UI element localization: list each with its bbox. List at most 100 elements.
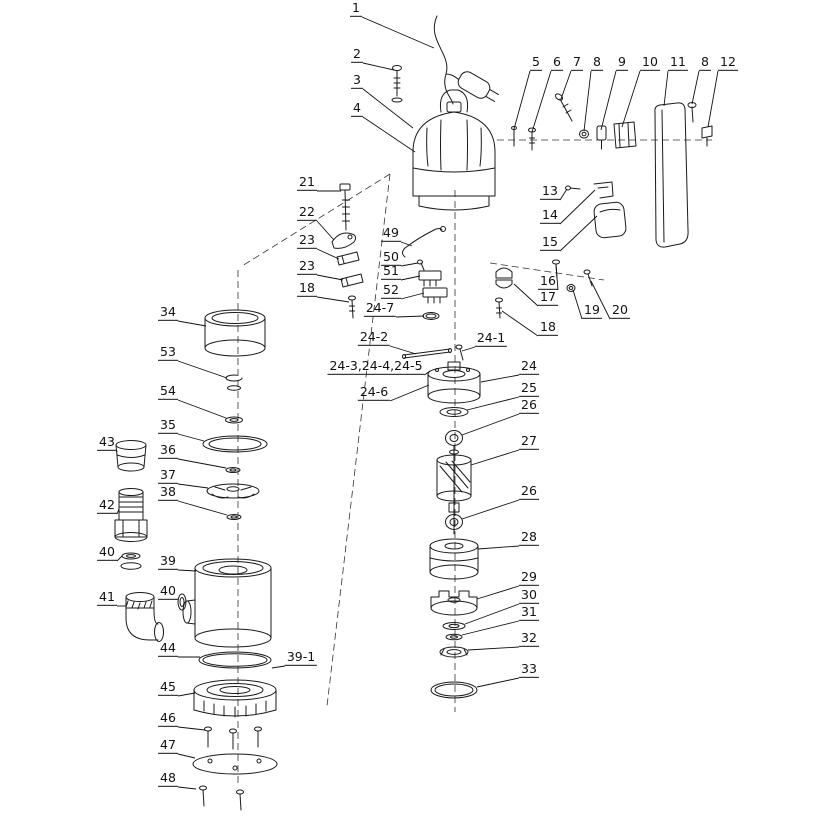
leader-line bbox=[470, 449, 520, 466]
leader-line bbox=[389, 345, 417, 355]
flat-ring-25 bbox=[439, 407, 469, 417]
leader-line bbox=[461, 346, 476, 352]
leader-line bbox=[621, 70, 641, 128]
small-screw-50 bbox=[417, 259, 425, 271]
leader-line bbox=[361, 16, 435, 49]
leader-line bbox=[477, 545, 520, 550]
leader-line bbox=[116, 508, 120, 515]
o-ring-44 bbox=[198, 651, 272, 669]
axis-dashed-lines bbox=[237, 139, 712, 786]
leader-line bbox=[400, 292, 425, 300]
leader-line bbox=[691, 70, 700, 105]
leader-line bbox=[560, 70, 572, 100]
leader-line bbox=[461, 413, 520, 436]
leader-line bbox=[400, 241, 413, 247]
top-screw bbox=[391, 65, 403, 103]
washer-part bbox=[579, 129, 589, 139]
leader-line bbox=[513, 283, 539, 307]
bracket-clip-a bbox=[336, 251, 360, 266]
plate-screws-48 bbox=[199, 785, 244, 811]
leader-line bbox=[559, 189, 596, 225]
leader-line bbox=[316, 220, 335, 241]
volute-body-39 bbox=[182, 558, 272, 648]
seal-housing bbox=[427, 361, 481, 404]
clamp-washer bbox=[566, 284, 576, 292]
rotor-shaft bbox=[436, 445, 472, 535]
connector-block-a bbox=[418, 270, 442, 287]
leader-line bbox=[461, 499, 520, 520]
leader-line bbox=[177, 458, 227, 469]
leader-line bbox=[177, 753, 196, 759]
seal-screw bbox=[455, 344, 464, 361]
washer-38 bbox=[226, 514, 242, 520]
leader-line bbox=[177, 320, 207, 327]
bottom-plate-47 bbox=[192, 753, 278, 775]
leader-line bbox=[590, 280, 611, 320]
leader-line bbox=[501, 310, 539, 337]
washer-36 bbox=[225, 467, 241, 473]
leader-line bbox=[424, 370, 431, 376]
bearing-upper bbox=[445, 430, 463, 446]
impeller bbox=[430, 590, 478, 616]
long-bolt bbox=[339, 183, 351, 231]
seal-rod bbox=[402, 348, 452, 359]
leader-line bbox=[177, 360, 228, 379]
leader-line bbox=[461, 620, 520, 636]
leader-line bbox=[316, 296, 350, 303]
leader-line bbox=[559, 215, 598, 252]
leader-line bbox=[572, 289, 583, 320]
shaft-seal-32 bbox=[439, 646, 469, 658]
clamp-screw-lower bbox=[495, 297, 503, 319]
leader-line bbox=[400, 262, 419, 267]
clip-screw bbox=[348, 295, 356, 319]
circlip-53 bbox=[225, 374, 243, 391]
leader-line bbox=[464, 603, 520, 625]
cap-43 bbox=[115, 440, 147, 472]
float-screw bbox=[565, 185, 581, 191]
leader-line bbox=[177, 786, 197, 790]
leader-line bbox=[600, 70, 617, 131]
outlet-elbow-41 bbox=[125, 592, 164, 642]
leader-line bbox=[531, 70, 552, 133]
leader-line bbox=[467, 646, 520, 651]
rail-screw bbox=[687, 102, 697, 123]
power-plug bbox=[457, 71, 500, 102]
motor-bracket bbox=[429, 538, 479, 580]
leader-line bbox=[177, 692, 196, 697]
leader-line bbox=[177, 433, 205, 442]
leader-line bbox=[362, 62, 395, 71]
leader-line bbox=[389, 384, 430, 402]
leader-lines-layer bbox=[116, 16, 719, 790]
leader-line bbox=[400, 275, 421, 281]
washer-pair-40 bbox=[120, 552, 142, 570]
leader-line bbox=[583, 70, 592, 132]
leader-line bbox=[177, 726, 206, 731]
threaded-adapter-42 bbox=[114, 488, 148, 542]
connector-block-b bbox=[422, 287, 448, 304]
float-body bbox=[593, 201, 627, 239]
leader-line bbox=[513, 70, 531, 130]
clamp-screw-right bbox=[583, 269, 593, 287]
leader-line bbox=[362, 88, 414, 129]
disc-impeller-37 bbox=[206, 483, 260, 499]
cord-clamp-halves bbox=[495, 267, 513, 289]
large-ring-35 bbox=[202, 435, 268, 453]
leader-line bbox=[177, 483, 209, 489]
leader-line bbox=[559, 188, 568, 201]
bearing-lower bbox=[445, 514, 463, 530]
cable-clamp-block bbox=[613, 121, 637, 149]
ring-40b bbox=[177, 593, 187, 611]
float-switch-rail bbox=[654, 102, 689, 248]
leader-line bbox=[395, 315, 425, 318]
float-bracket bbox=[593, 181, 614, 199]
bracket-clip-b bbox=[340, 273, 364, 288]
leader-line bbox=[316, 248, 340, 260]
leader-line bbox=[555, 265, 559, 291]
strainer-base-45 bbox=[193, 679, 277, 718]
leader-line bbox=[116, 555, 123, 562]
leader-line bbox=[271, 665, 286, 669]
leader-line bbox=[177, 569, 197, 572]
long-screw bbox=[554, 93, 573, 122]
